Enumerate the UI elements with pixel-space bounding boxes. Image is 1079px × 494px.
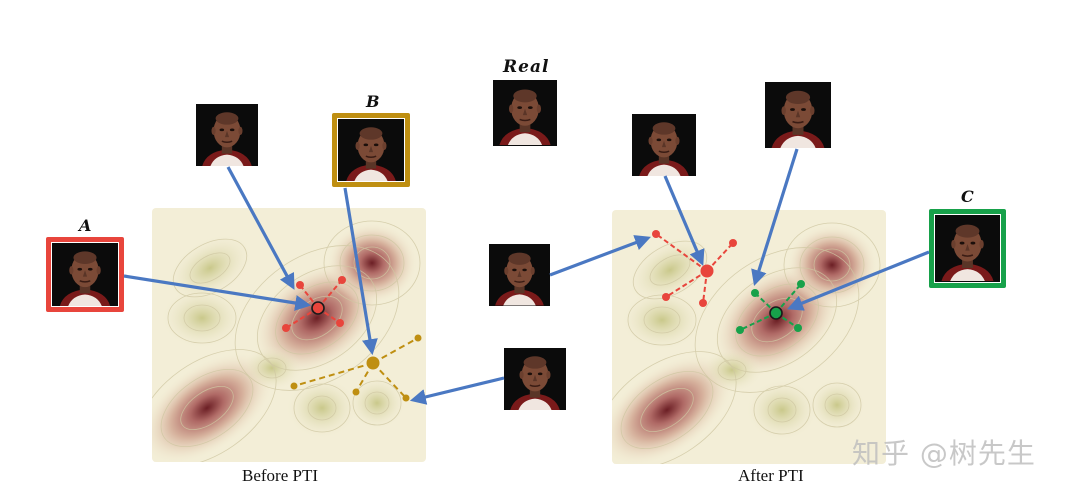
green-point-after — [769, 306, 783, 320]
red-point-after — [700, 264, 714, 278]
face-photo-b — [338, 119, 404, 181]
face-photo-after-top — [632, 114, 696, 176]
arrow-midleft-to-after — [549, 235, 651, 277]
watermark-text: 知乎 @树先生 — [852, 437, 1036, 470]
frame-c — [929, 209, 1006, 288]
latent-space-panel-before — [152, 208, 426, 462]
red-cluster-after — [655, 233, 734, 304]
face-photo-top-left — [196, 104, 258, 166]
arrow-c-to-point — [787, 250, 930, 311]
face-photo-mid-left — [489, 244, 550, 306]
arrow-afterright-to-point — [751, 148, 799, 287]
arrow-b-to-point — [343, 187, 378, 356]
latent-space-panel-after — [612, 210, 886, 464]
arrow-a-to-point — [123, 274, 312, 311]
label-real: Real — [503, 57, 550, 77]
face-photo-after-right — [765, 82, 831, 148]
caption-before: Before PTI — [242, 466, 319, 485]
arrow-topleft-to-point — [226, 166, 295, 290]
face-photo-mid-bottom — [504, 348, 566, 410]
face-photo-a — [52, 243, 118, 306]
arrow-midbottom-to-point — [409, 376, 505, 405]
label-b: B — [366, 92, 380, 111]
face-photo-real — [493, 80, 557, 146]
face-photo-c — [935, 215, 1000, 282]
arrow-aftertop-to-point — [663, 175, 705, 266]
caption-after: After PTI — [738, 466, 804, 485]
label-a: A — [79, 216, 92, 235]
label-c: C — [961, 187, 974, 206]
frame-b — [332, 113, 410, 187]
gold-point-before — [366, 356, 380, 370]
red-point-before — [311, 301, 325, 315]
frame-a — [46, 237, 124, 312]
